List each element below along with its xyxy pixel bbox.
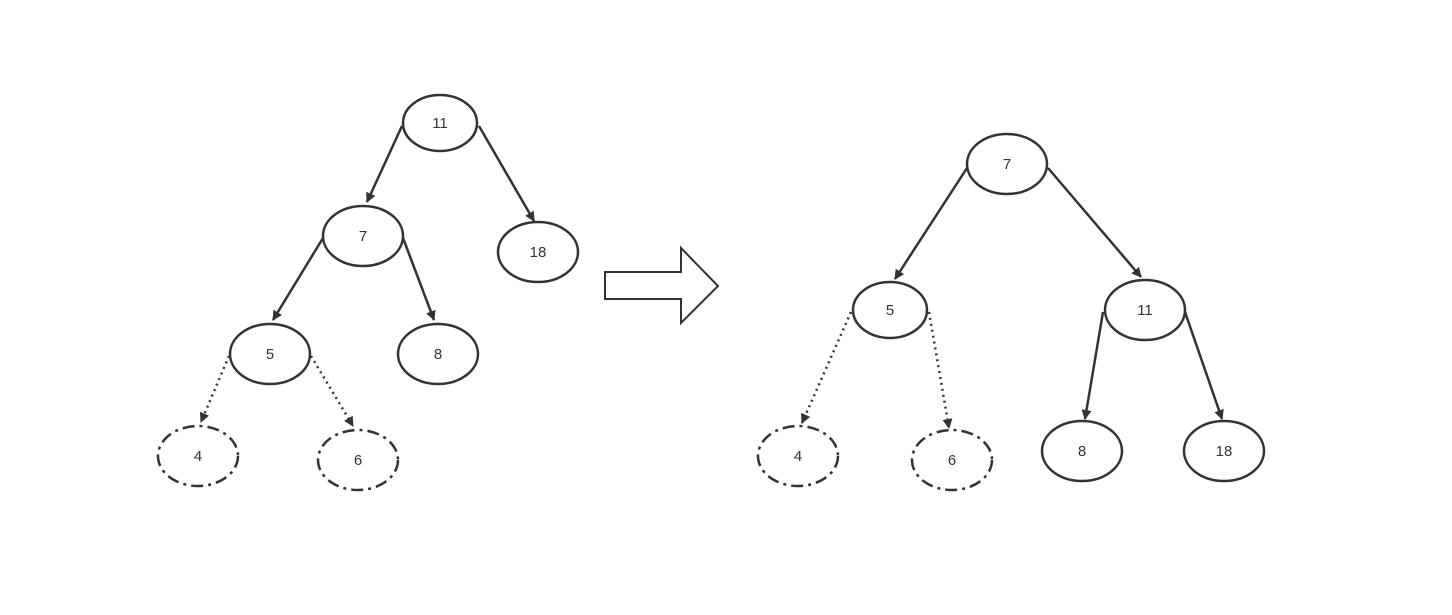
node-label: 8 xyxy=(1078,443,1086,460)
edge-5-4-dotted xyxy=(800,311,853,424)
node-8: 8 xyxy=(1040,419,1124,483)
node-label: 6 xyxy=(948,452,956,469)
node-label: 4 xyxy=(794,448,802,465)
node-18: 18 xyxy=(496,220,580,284)
edge-5-4-dotted xyxy=(199,355,231,423)
node-11: 11 xyxy=(1103,278,1187,342)
node-11: 11 xyxy=(401,93,479,153)
edge-7-5 xyxy=(271,237,325,321)
node-label: 18 xyxy=(530,244,547,261)
edge-11-18 xyxy=(477,125,536,222)
node-6-dashed: 6 xyxy=(316,428,400,492)
edge-7-11 xyxy=(1047,167,1142,278)
edge-11-7 xyxy=(365,125,404,203)
edge-5-6-dotted xyxy=(927,311,953,429)
node-label: 6 xyxy=(354,452,362,469)
edge-7-5 xyxy=(893,167,969,280)
node-label: 5 xyxy=(886,302,894,319)
node-label: 7 xyxy=(359,228,367,245)
node-label: 7 xyxy=(1003,156,1011,173)
edge-5-6-dotted xyxy=(309,355,355,427)
before-tree: 11 7 18 5 8 4 6 xyxy=(156,93,580,492)
edge-11-8 xyxy=(1081,311,1105,420)
node-label: 4 xyxy=(194,448,202,465)
node-label: 11 xyxy=(1137,302,1153,319)
right-arrow-icon xyxy=(604,245,720,326)
node-5: 5 xyxy=(851,280,929,340)
node-5: 5 xyxy=(228,322,312,386)
node-4-dashed: 4 xyxy=(756,424,840,488)
node-7: 7 xyxy=(321,204,405,268)
node-6-dashed: 6 xyxy=(910,428,994,492)
node-7: 7 xyxy=(965,132,1049,196)
edge-7-8 xyxy=(401,237,436,321)
edge-11-18 xyxy=(1183,311,1224,420)
node-label: 8 xyxy=(434,346,442,363)
node-label: 5 xyxy=(266,346,274,363)
node-4-dashed: 4 xyxy=(156,424,240,488)
node-label: 11 xyxy=(432,115,448,132)
node-8: 8 xyxy=(396,322,480,386)
node-18: 18 xyxy=(1182,419,1266,483)
after-tree: 7 5 11 4 6 8 18 xyxy=(756,132,1266,492)
node-label: 18 xyxy=(1216,443,1233,460)
